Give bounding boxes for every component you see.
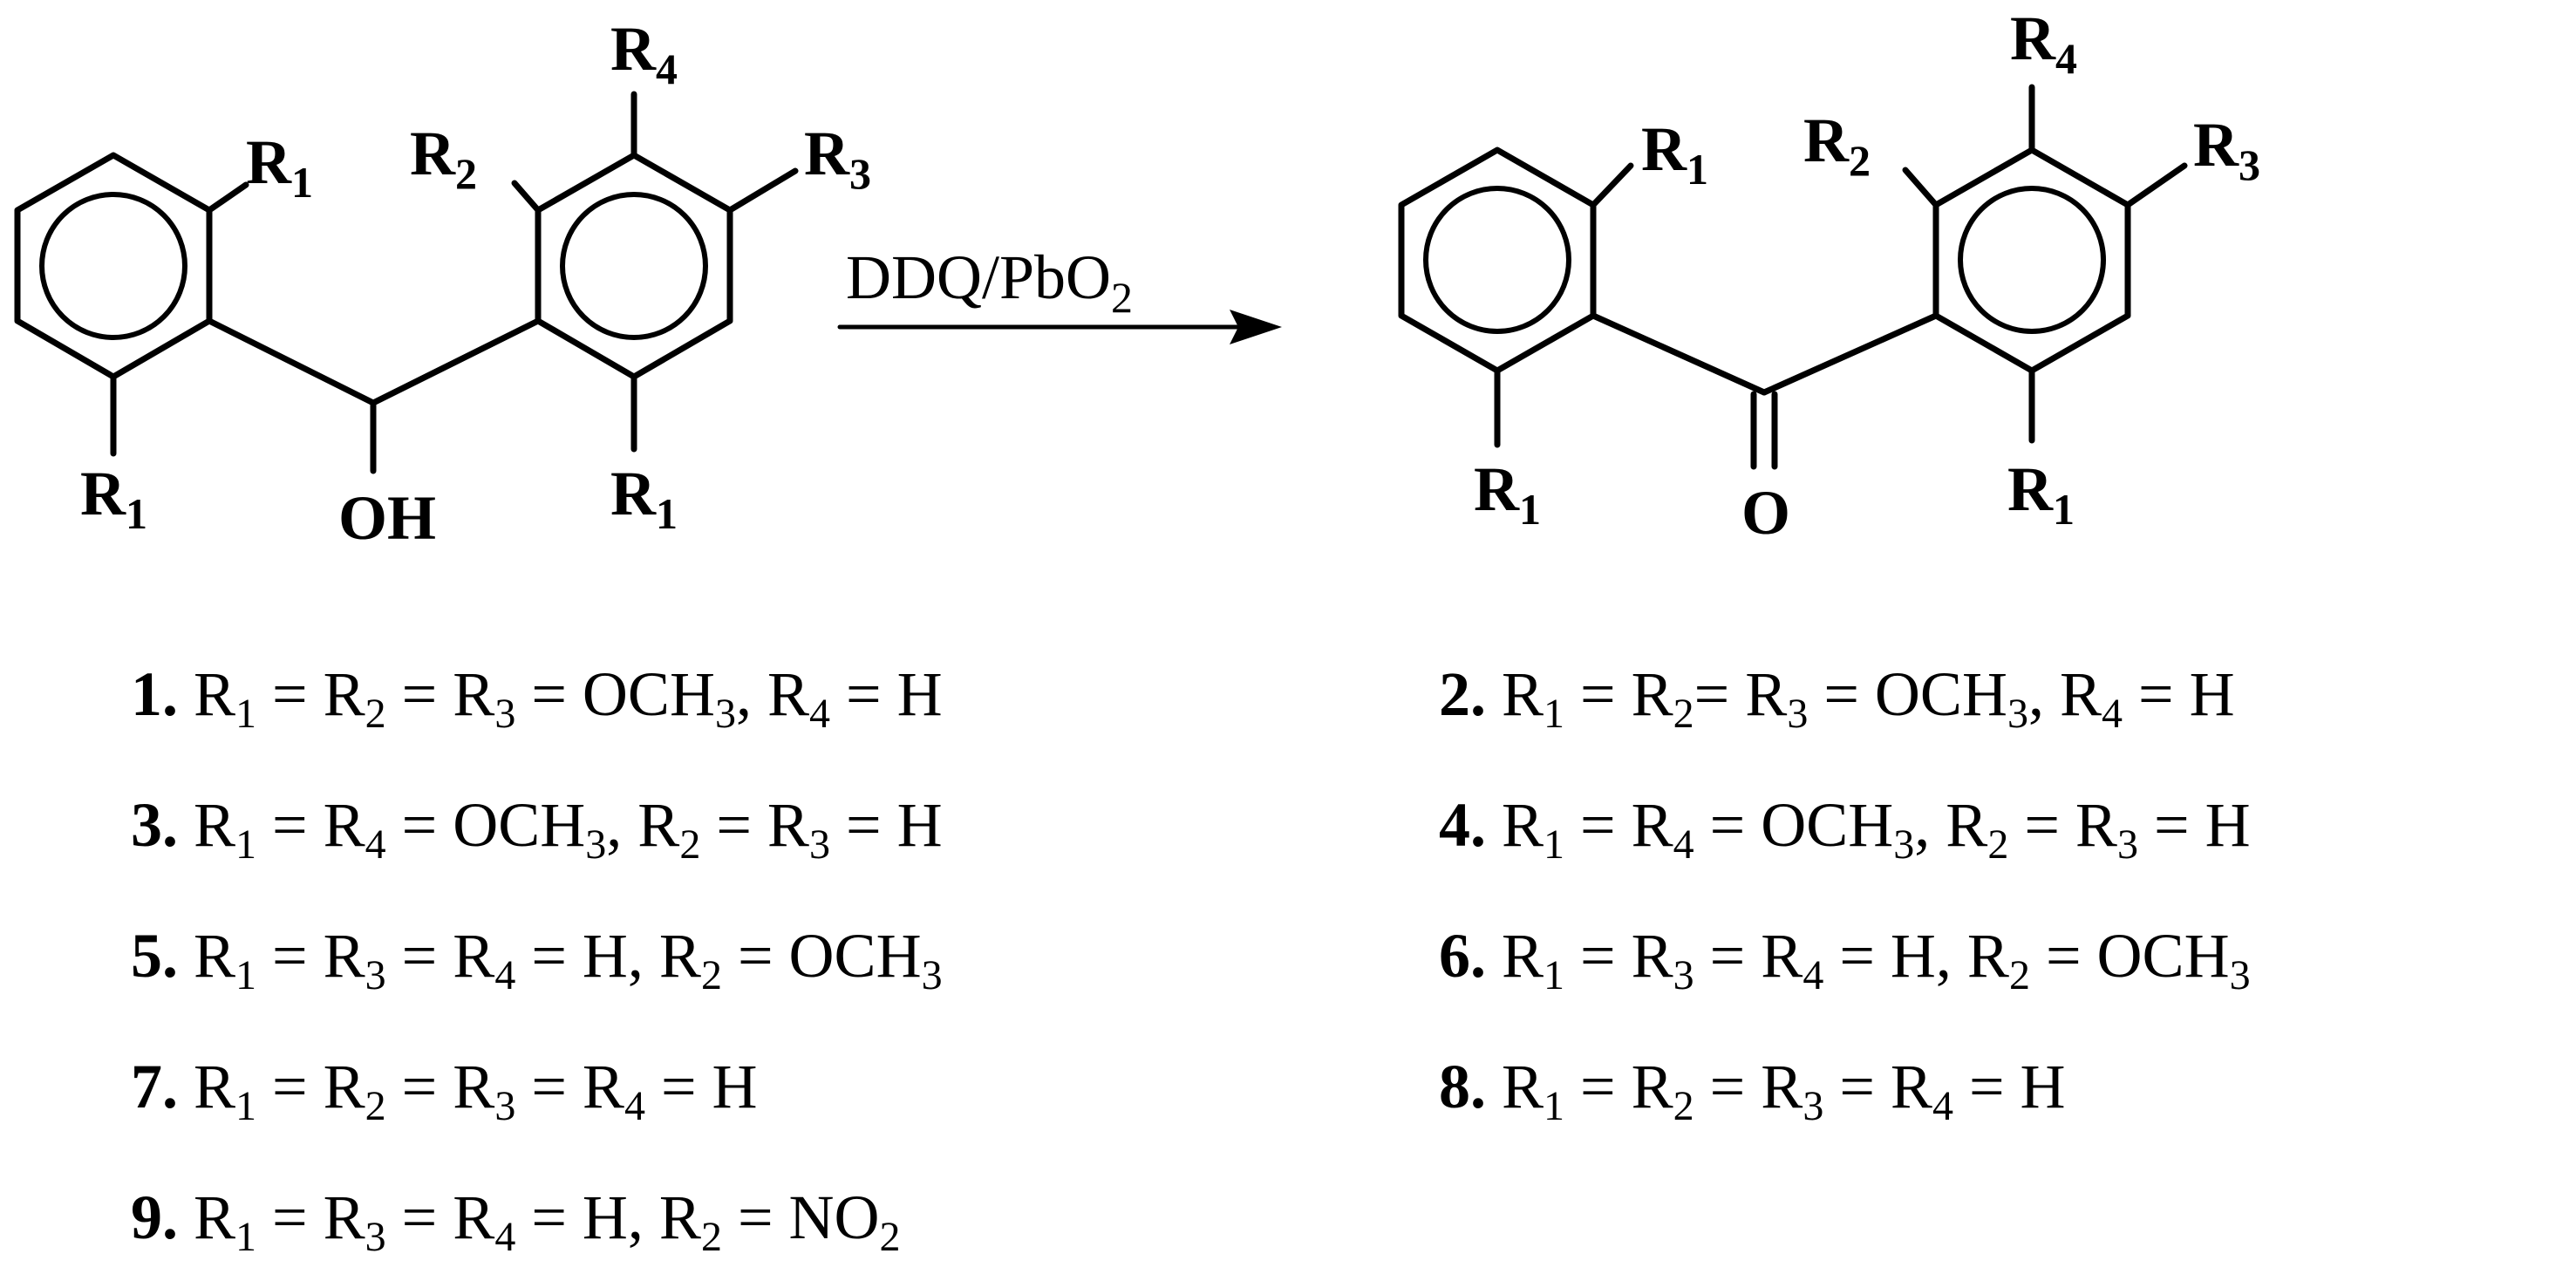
reactant-left-ring — [14, 152, 213, 380]
product-bond-left-ring-to-carbonyl — [1590, 312, 1768, 396]
product-bond-r3 — [2124, 162, 2188, 208]
reactant-bond-left-ring-to-carbinol — [206, 317, 377, 406]
reactant-bond-carbinol-to-right-ring — [370, 317, 542, 406]
reactant-label-r2: R2 — [410, 119, 477, 198]
product-bond-carbonyl-to-right-ring — [1761, 312, 1939, 396]
reactant-label-r4: R4 — [610, 14, 678, 93]
arrow-head — [1230, 310, 1282, 344]
reactant-structure: R1 R1 OH R2 R4 R3 R1 — [14, 14, 871, 553]
reagent-label: DDQ/PbO2 — [846, 242, 1133, 322]
product-label-r3: R3 — [2193, 110, 2260, 189]
product-right-ring-aromatic-circle — [1958, 186, 2106, 334]
compound-9-definition: 9. R1 = R3 = R4 = H, R2 = NO2 — [131, 1182, 901, 1260]
compound-2-definition: 2. R1 = R2= R3 = OCH3, R4 = H — [1439, 659, 2235, 737]
reactant-label-r1-top: R1 — [246, 127, 313, 207]
product-left-ring-aromatic-circle — [1423, 186, 1571, 334]
reactant-label-r3: R3 — [804, 119, 871, 198]
reactant-right-ring — [535, 152, 733, 380]
product-left-ring — [1398, 146, 1597, 374]
reactant-bond-r3 — [726, 167, 799, 214]
compound-number: 3. — [131, 790, 178, 860]
compound-number: 9. — [131, 1182, 178, 1252]
reaction-arrow: DDQ/PbO2 — [837, 242, 1282, 344]
compound-number: 7. — [131, 1052, 178, 1121]
compound-number: 2. — [1439, 659, 1486, 729]
product-bond-r2 — [1902, 167, 1939, 208]
compound-number: 5. — [131, 921, 178, 991]
compound-number: 1. — [131, 659, 178, 729]
compound-number: 4. — [1439, 790, 1486, 860]
product-bond-r1-top — [1590, 162, 1634, 208]
compound-6-definition: 6. R1 = R3 = R4 = H, R2 = OCH3 — [1439, 921, 2251, 998]
product-right-ring — [1932, 146, 2131, 374]
compound-3-definition: 3. R1 = R4 = OCH3, R2 = R3 = H — [131, 790, 943, 868]
product-label-r1-top: R1 — [1641, 114, 1708, 194]
product-label-r1-bottom-left: R1 — [1474, 454, 1541, 534]
reactant-label-r1-bottom-right: R1 — [610, 459, 678, 538]
compound-number: 6. — [1439, 921, 1486, 991]
product-structure: R1 R1 O R2 R4 R3 R1 — [1398, 3, 2260, 548]
product-label-r1-bottom-right: R1 — [2007, 454, 2075, 534]
reactant-label-r1-bottom-left: R1 — [80, 459, 147, 538]
reactant-right-ring-aromatic-circle — [560, 192, 708, 340]
compound-7-definition: 7. R1 = R2 = R3 = R4 = H — [131, 1052, 758, 1129]
reactant-label-oh: OH — [338, 483, 436, 553]
reactant-bond-r1-top — [206, 181, 249, 214]
product-label-r4: R4 — [2010, 3, 2077, 83]
product-label-o: O — [1741, 478, 1790, 548]
compound-1-definition: 1. R1 = R2 = R3 = OCH3, R4 = H — [131, 659, 943, 737]
compound-number: 8. — [1439, 1052, 1486, 1121]
compound-4-definition: 4. R1 = R4 = OCH3, R2 = R3 = H — [1439, 790, 2251, 868]
reactant-bond-r2 — [511, 180, 542, 214]
compound-5-definition: 5. R1 = R3 = R4 = H, R2 = OCH3 — [131, 921, 943, 998]
product-label-r2: R2 — [1803, 106, 1871, 185]
compound-8-definition: 8. R1 = R2 = R3 = R4 = H — [1439, 1052, 2066, 1129]
reactant-left-ring-aromatic-circle — [39, 192, 187, 340]
